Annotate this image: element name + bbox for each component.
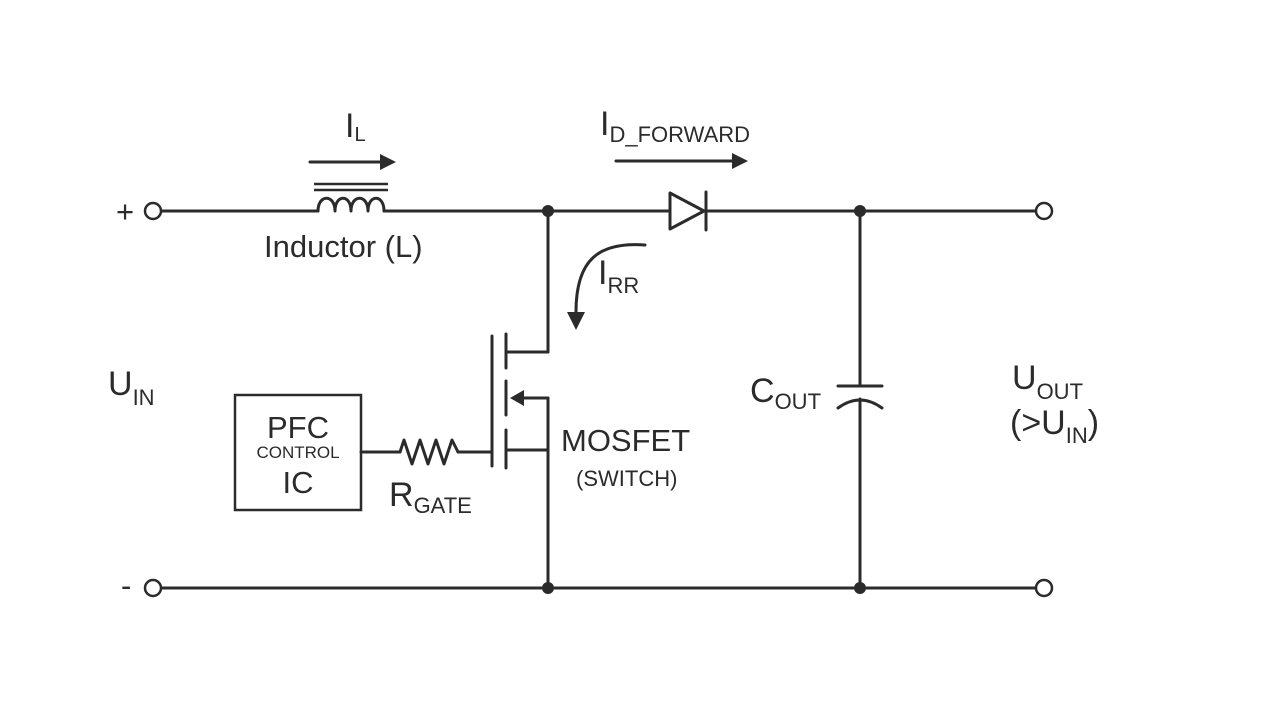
reverse-recovery-arrow bbox=[567, 243, 647, 330]
inductor-current-arrow bbox=[308, 154, 396, 170]
inductor-current-main: I bbox=[345, 107, 354, 145]
gate-resistor-sub: GATE bbox=[414, 493, 472, 518]
output-note-close: ) bbox=[1088, 404, 1099, 442]
pfc-controller-box bbox=[233, 393, 402, 512]
input-voltage-main: U bbox=[108, 365, 133, 403]
gate-resistor-symbol bbox=[398, 438, 494, 466]
mosfet-label: MOSFET bbox=[561, 423, 690, 458]
plus-terminal-label: + bbox=[116, 194, 134, 229]
input-minus-terminal bbox=[143, 578, 163, 598]
controller-line1: PFC bbox=[267, 410, 329, 445]
input-voltage-sub: IN bbox=[133, 385, 155, 410]
output-capacitor-sub: OUT bbox=[775, 389, 821, 414]
output-minus-terminal bbox=[1034, 578, 1054, 598]
diode-current-main: I bbox=[600, 105, 609, 143]
output-voltage-sub: OUT bbox=[1037, 379, 1083, 404]
mosfet-sublabel: (SWITCH) bbox=[576, 466, 677, 491]
diode-symbol bbox=[668, 190, 708, 232]
output-capacitor-label: COUT bbox=[750, 372, 821, 414]
reverse-recovery-sub: RR bbox=[607, 273, 639, 298]
inductor-label: Inductor (L) bbox=[264, 229, 423, 264]
controller-line2: CONTROL bbox=[256, 443, 339, 462]
output-capacitor-symbol bbox=[836, 209, 884, 590]
inductor-current-label: IL bbox=[345, 107, 366, 146]
controller-line3: IC bbox=[283, 465, 314, 500]
output-note-sub: IN bbox=[1066, 423, 1088, 448]
reverse-recovery-main: I bbox=[598, 254, 607, 292]
minus-terminal-label: - bbox=[121, 568, 131, 603]
gate-resistor-main: R bbox=[389, 476, 414, 514]
output-voltage-main: U bbox=[1012, 359, 1037, 397]
input-plus-terminal bbox=[143, 201, 163, 221]
inductor-symbol bbox=[314, 182, 388, 213]
mosfet-symbol bbox=[490, 209, 550, 590]
output-capacitor-main: C bbox=[750, 372, 775, 410]
gate-resistor-label: RGATE bbox=[389, 476, 472, 518]
output-voltage-label: UOUT bbox=[1012, 359, 1083, 404]
output-plus-terminal bbox=[1034, 201, 1054, 221]
reverse-recovery-label: IRR bbox=[598, 254, 639, 298]
input-voltage-label: UIN bbox=[108, 365, 155, 410]
output-note-open: (>U bbox=[1010, 404, 1066, 442]
diode-current-label: ID_FORWARD bbox=[600, 105, 750, 147]
output-voltage-note: (>UIN) bbox=[1010, 404, 1099, 448]
diode-current-arrow bbox=[614, 153, 748, 169]
diode-current-sub: D_FORWARD bbox=[609, 122, 750, 147]
inductor-current-sub: L bbox=[354, 124, 365, 146]
